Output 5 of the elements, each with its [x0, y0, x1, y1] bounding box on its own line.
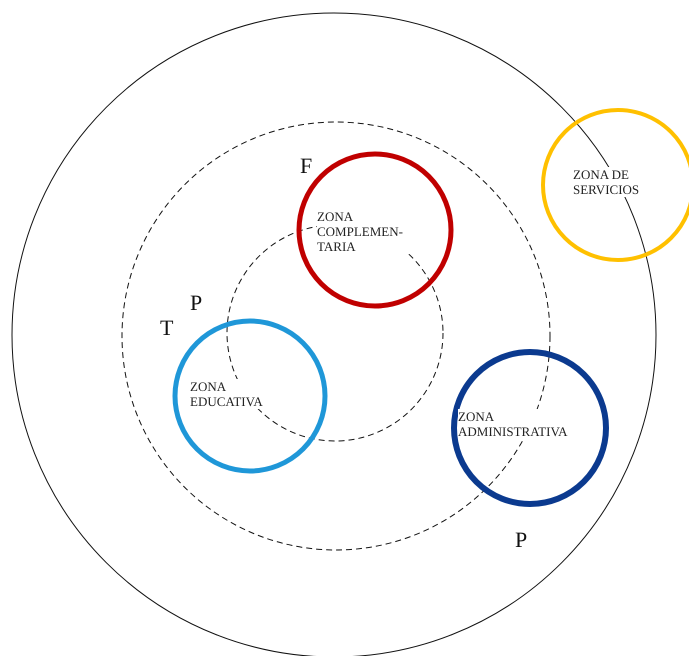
zone-letter: T	[160, 315, 174, 341]
zone-label: ZONA ADMINISTRATIVA	[458, 409, 568, 439]
zone-letter: F	[300, 153, 312, 179]
zone-letter: P	[190, 290, 202, 316]
zone-letter: P	[515, 527, 528, 553]
